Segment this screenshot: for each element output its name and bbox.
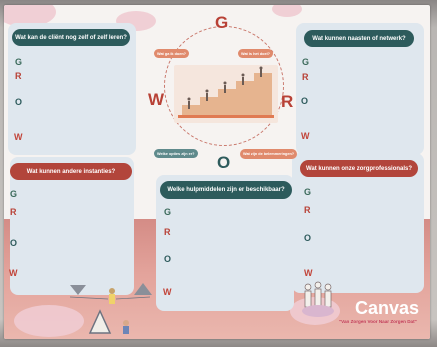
grow-r-top-right: R [302,72,309,82]
stair-step-3 [218,89,236,115]
card-client-self-title: Wat kan de cliënt nog zelf of zelf leren… [12,29,130,46]
grow-letter-g: G [215,13,229,32]
grow-o-top-right: O [301,96,309,106]
pink-cloud-top-right [272,5,302,17]
stair-step-1 [182,105,200,115]
grow-cycle-ring [164,26,284,146]
card-other-institutions [10,157,134,295]
grow-letter-r: R [281,92,294,111]
grow-w-mid-left: W [9,268,18,278]
people-triangle-illustration [69,283,152,334]
canvas-brand-title: Canvas [355,298,420,318]
grow-o-mid-right: O [304,233,312,243]
grow-g-top-right: G [302,57,310,67]
grow-letter-o: O [217,153,231,172]
people-group-illustration [302,281,334,317]
canvas-poster: Wat kan de cliënt nog zelf of zelf leren… [4,5,430,339]
grow-g-mid-center: G [164,207,172,217]
grow-letter-w: W [148,90,165,109]
grow-g-mid-right: G [304,187,312,197]
bubble-belemmeringen: Wat zijn de belemmeringen? [240,149,298,159]
grow-w-mid-right: W [304,268,313,278]
grow-r-mid-right: R [304,205,311,215]
grow-o-mid-center: O [164,254,172,264]
grow-o-mid-left: O [10,238,18,248]
stair-step-4 [236,81,254,115]
grow-w-top-right: W [301,131,310,141]
stairs-illustration [174,65,278,123]
grow-g-mid-left: G [10,189,18,199]
grow-w-top-left: W [14,132,23,142]
grow-o-top-left: O [15,97,23,107]
grow-r-top-left: R [15,71,22,81]
pink-cloud-top-left [4,5,56,27]
pink-cloud-bottom-left [14,305,84,337]
stair-step-2 [200,97,218,115]
stairs-figures [178,66,274,118]
grow-r-mid-left: R [10,207,17,217]
card-resources-title: Welke hulpmiddelen zijn er beschikbaar? [160,181,292,199]
grow-r-mid-center: R [164,227,171,237]
bubble-wat-is-het-doel: Wat is het doel? [238,49,273,58]
card-care-professionals-title: Wat kunnen onze zorgprofessionals? [300,160,418,177]
canvas-brand-subtitle: "Van Zorgen Voor Naar Zorgen Dat" [339,319,417,324]
card-network-title: Wat kunnen naasten of netwerk? [304,30,414,47]
grow-model-wheel: G R O W Wat ga ik doen? Wat is het doel?… [148,9,298,172]
bubble-wat-ga-ik-doen: Wat ga ik doen? [154,49,189,58]
grow-g-top-left: G [15,57,23,67]
card-other-institutions-title: Wat kunnen andere instanties? [10,163,132,180]
grow-w-mid-center: W [163,287,172,297]
bubble-welke-opties: Welke opties zijn er? [154,149,198,158]
stair-step-5 [254,73,272,115]
